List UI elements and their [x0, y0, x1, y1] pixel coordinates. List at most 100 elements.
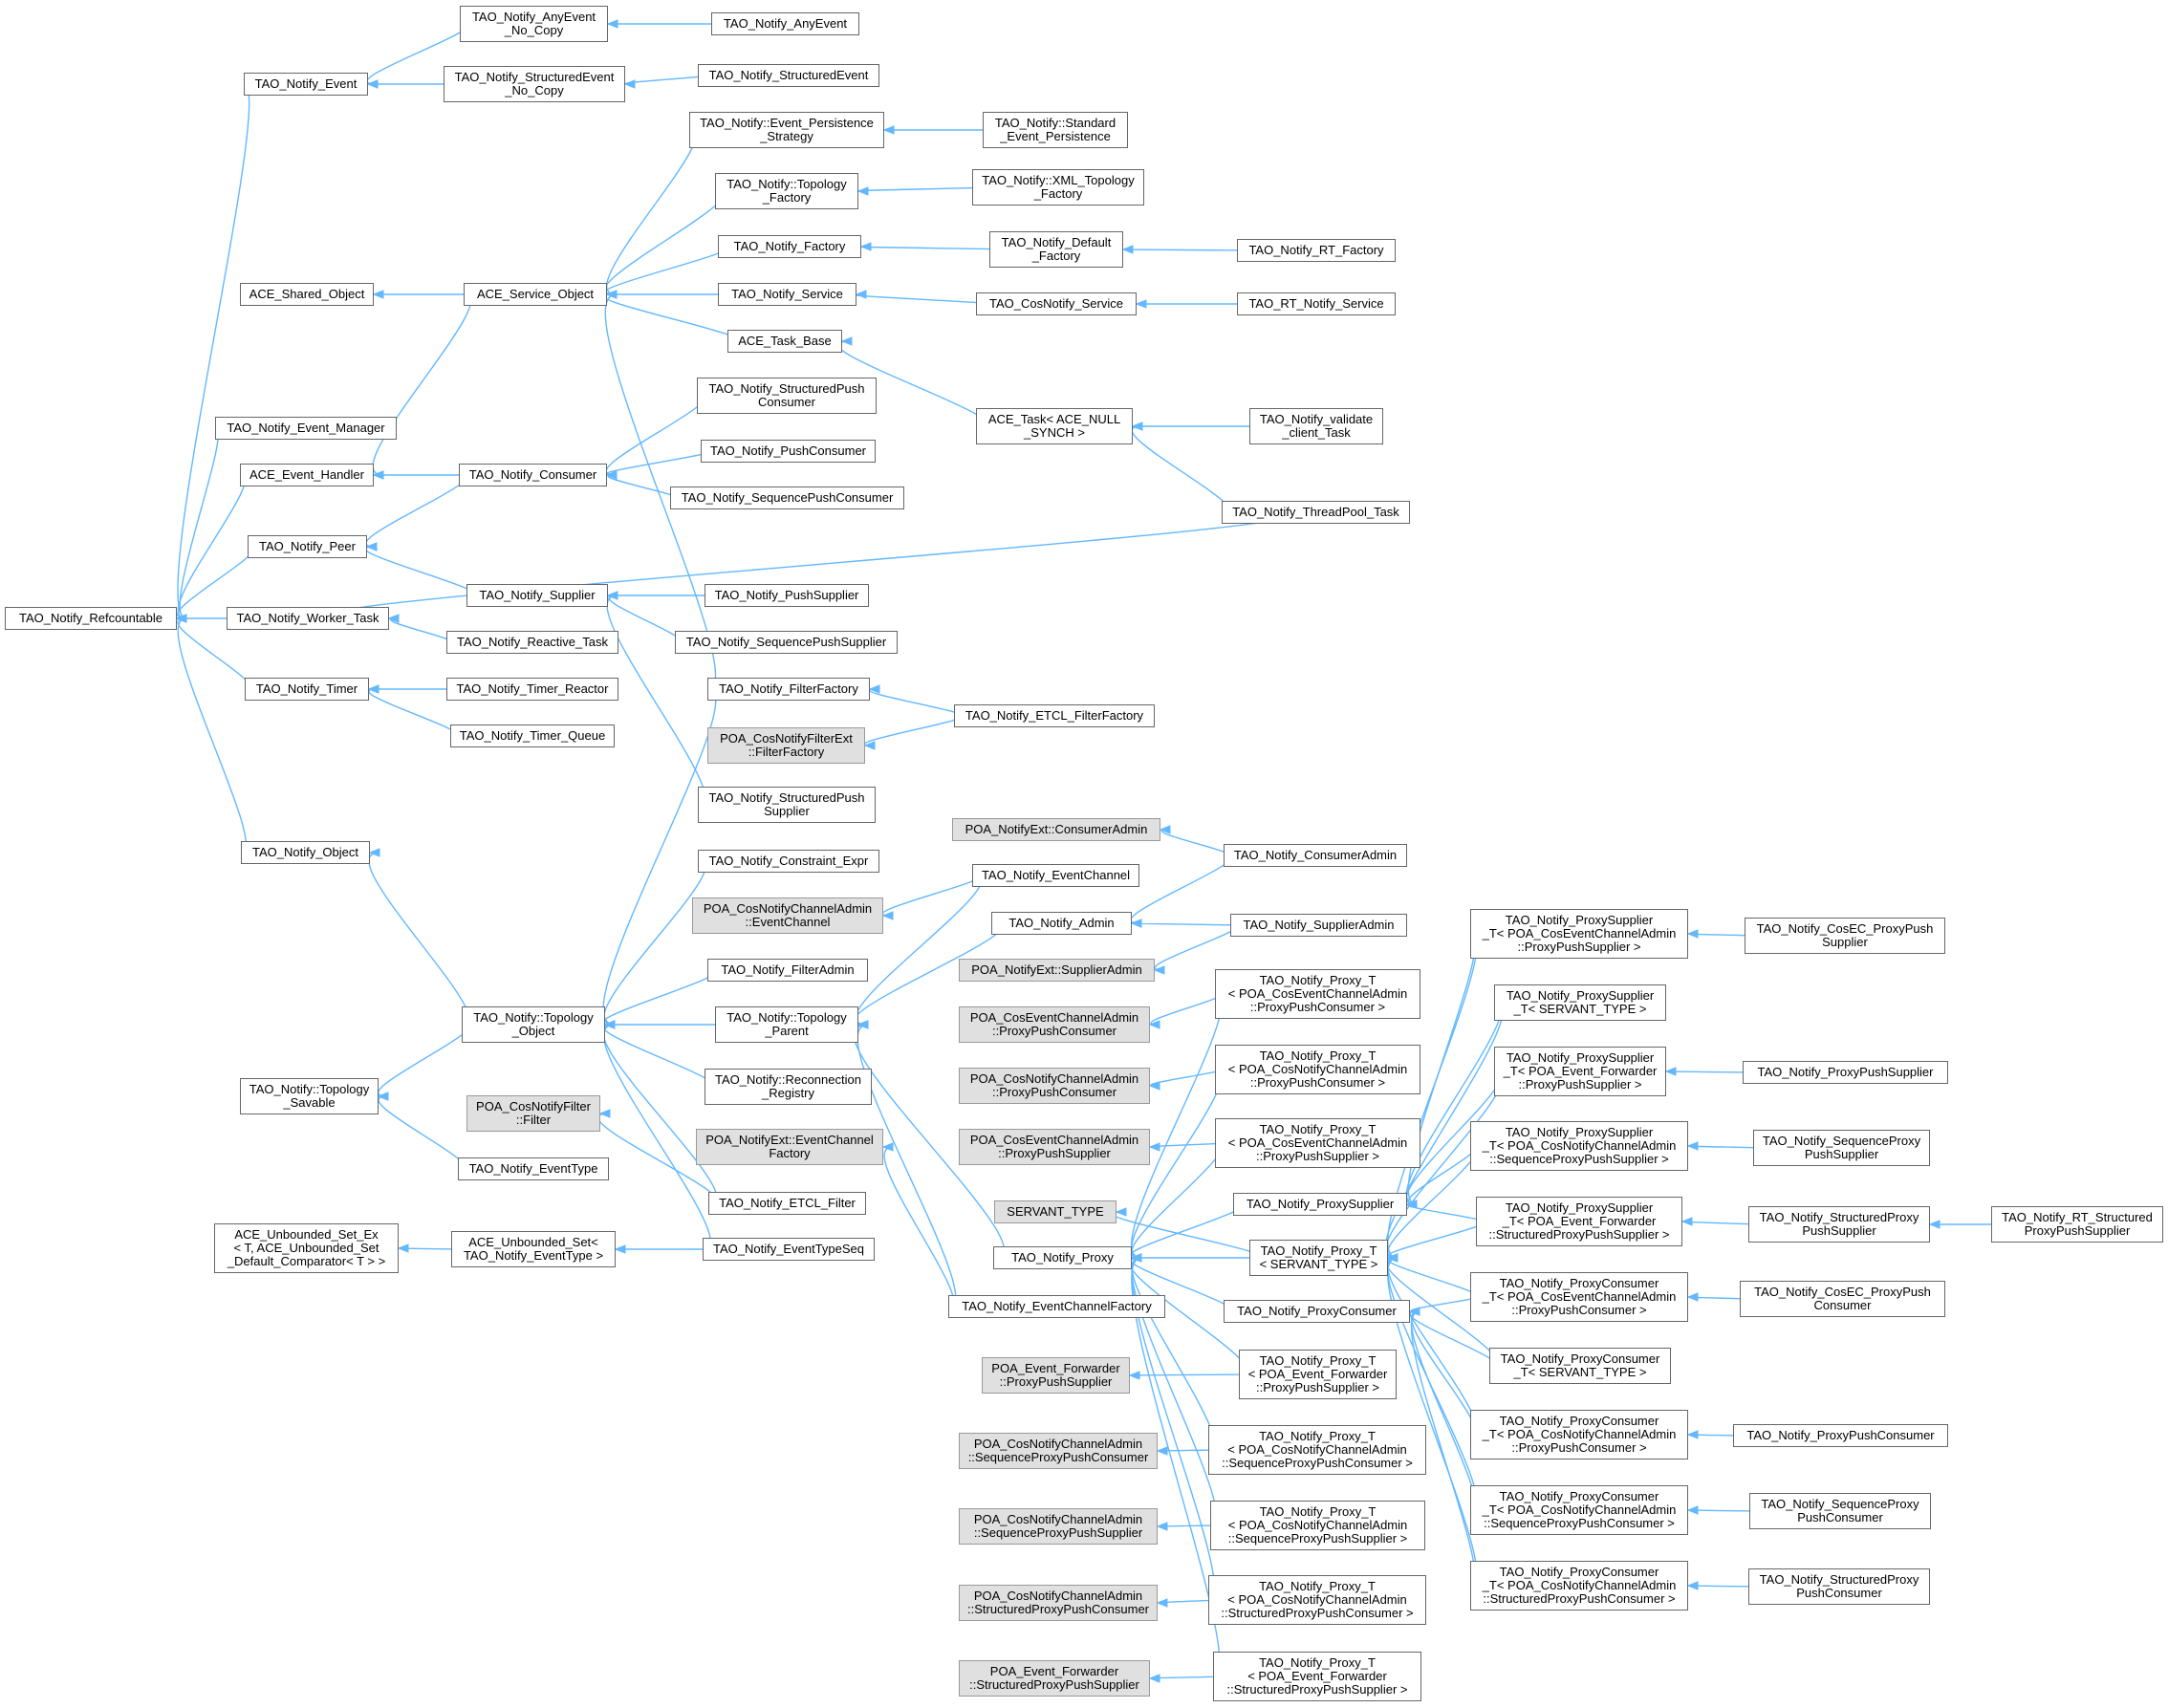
class-timer-reactor[interactable]: TAO_Notify_Timer_Reactor: [446, 678, 618, 701]
class-eventchannel-factory[interactable]: TAO_Notify_EventChannelFactory: [948, 1295, 1165, 1318]
class-event-channel[interactable]: TAO_Notify_EventChannel: [972, 864, 1139, 887]
class-poa-cosec-proxy-push-supplier[interactable]: POA_CosEventChannelAdmin ::ProxyPushSupp…: [959, 1129, 1150, 1165]
class-proxysupplier-t-cosec-pps[interactable]: TAO_Notify_ProxySupplier _T< POA_CosEven…: [1470, 909, 1688, 959]
class-proxysupplier-t-servant[interactable]: TAO_Notify_ProxySupplier _T< SERVANT_TYP…: [1494, 984, 1666, 1021]
class-structured-push-supplier[interactable]: TAO_Notify_StructuredPush Supplier: [698, 787, 876, 823]
class-standard-event-persistence[interactable]: TAO_Notify::Standard _Event_Persistence: [983, 112, 1128, 148]
class-proxy-t-evfwd-stpps[interactable]: TAO_Notify_Proxy_T < POA_Event_Forwarder…: [1213, 1652, 1421, 1701]
class-proxy-t-evfwd-pps[interactable]: TAO_Notify_Proxy_T < POA_Event_Forwarder…: [1239, 1350, 1397, 1399]
class-structured-proxy-push-consumer[interactable]: TAO_Notify_StructuredProxy PushConsumer: [1748, 1568, 1930, 1605]
class-ace-service-object[interactable]: ACE_Service_Object: [464, 283, 607, 306]
class-sequence-proxy-push-consumer[interactable]: TAO_Notify_SequenceProxy PushConsumer: [1749, 1493, 1931, 1529]
class-any-event-no-copy[interactable]: TAO_Notify_AnyEvent _No_Copy: [460, 6, 608, 42]
class-xml-topology-factory[interactable]: TAO_Notify::XML_Topology _Factory: [972, 169, 1144, 205]
class-proxy-t-cosnotify-ppc[interactable]: TAO_Notify_Proxy_T < POA_CosNotifyChanne…: [1215, 1045, 1420, 1094]
class-cosec-proxy-push-supplier[interactable]: TAO_Notify_CosEC_ProxyPush Supplier: [1745, 918, 1945, 954]
class-ace-shared-object[interactable]: ACE_Shared_Object: [240, 283, 374, 306]
class-proxy-t-cosnotify-sppc[interactable]: TAO_Notify_Proxy_T < POA_CosNotifyChanne…: [1208, 1425, 1426, 1475]
class-proxyconsumer-t-cosnotify-sppc[interactable]: TAO_Notify_ProxyConsumer _T< POA_CosNoti…: [1470, 1485, 1688, 1535]
class-proxysupplier-t-evfwd-stpps[interactable]: TAO_Notify_ProxySupplier _T< POA_Event_F…: [1476, 1197, 1682, 1246]
class-servant-type[interactable]: SERVANT_TYPE: [994, 1200, 1117, 1223]
class-rt-factory[interactable]: TAO_Notify_RT_Factory: [1237, 239, 1396, 262]
class-notify-object[interactable]: TAO_Notify_Object: [241, 841, 370, 864]
class-poa-cosec-proxy-push-consumer[interactable]: POA_CosEventChannelAdmin ::ProxyPushCons…: [959, 1006, 1150, 1043]
class-proxy-t-cosec-pps[interactable]: TAO_Notify_Proxy_T < POA_CosEventChannel…: [1215, 1118, 1420, 1168]
class-cosec-proxy-push-consumer[interactable]: TAO_Notify_CosEC_ProxyPush Consumer: [1740, 1281, 1945, 1317]
class-push-supplier[interactable]: TAO_Notify_PushSupplier: [705, 584, 869, 607]
class-reconnection-registry[interactable]: TAO_Notify::Reconnection _Registry: [705, 1069, 872, 1105]
class-topology-factory[interactable]: TAO_Notify::Topology _Factory: [715, 173, 858, 209]
class-poa-evfwd-proxy-push-supplier[interactable]: POA_Event_Forwarder ::ProxyPushSupplier: [982, 1357, 1130, 1394]
class-poa-filter[interactable]: POA_CosNotifyFilter ::Filter: [466, 1095, 600, 1132]
class-event-type[interactable]: TAO_Notify_EventType: [458, 1157, 609, 1180]
class-constraint-expr[interactable]: TAO_Notify_Constraint_Expr: [698, 850, 879, 873]
class-event-type-seq[interactable]: TAO_Notify_EventTypeSeq: [703, 1238, 875, 1261]
class-push-consumer[interactable]: TAO_Notify_PushConsumer: [701, 440, 876, 463]
class-poa-event-channel[interactable]: POA_CosNotifyChannelAdmin ::EventChannel: [692, 897, 883, 934]
class-supplier-admin[interactable]: TAO_Notify_SupplierAdmin: [1230, 914, 1407, 937]
class-structured-event-no-copy[interactable]: TAO_Notify_StructuredEvent _No_Copy: [444, 66, 625, 102]
class-proxy-push-consumer[interactable]: TAO_Notify_ProxyPushConsumer: [1733, 1424, 1948, 1447]
class-proxy-t-cosec-ppc[interactable]: TAO_Notify_Proxy_T < POA_CosEventChannel…: [1215, 969, 1420, 1019]
class-notify-timer[interactable]: TAO_Notify_Timer: [245, 678, 369, 701]
class-poa-cosnotify-seq-proxy-push-consumer[interactable]: POA_CosNotifyChannelAdmin ::SequenceProx…: [959, 1433, 1158, 1469]
class-proxysupplier-t-cosnotify-spps[interactable]: TAO_Notify_ProxySupplier _T< POA_CosNoti…: [1470, 1121, 1688, 1171]
class-proxyconsumer-t-cosnotify-stppc[interactable]: TAO_Notify_ProxyConsumer _T< POA_CosNoti…: [1470, 1561, 1688, 1611]
class-poa-cosnotify-proxy-push-consumer[interactable]: POA_CosNotifyChannelAdmin ::ProxyPushCon…: [959, 1068, 1150, 1104]
class-rt-notify-service[interactable]: TAO_RT_Notify_Service: [1237, 292, 1396, 315]
class-proxyconsumer-t-cosec-ppc[interactable]: TAO_Notify_ProxyConsumer _T< POA_CosEven…: [1470, 1272, 1688, 1322]
class-filter-admin[interactable]: TAO_Notify_FilterAdmin: [707, 959, 868, 982]
class-rt-structured-proxy-push-supplier[interactable]: TAO_Notify_RT_Structured ProxyPushSuppli…: [1991, 1206, 2163, 1243]
class-notify-admin[interactable]: TAO_Notify_Admin: [991, 912, 1132, 935]
class-event[interactable]: TAO_Notify_Event: [244, 73, 368, 96]
class-topology-parent[interactable]: TAO_Notify::Topology _Parent: [715, 1006, 858, 1043]
class-filter-factory[interactable]: TAO_Notify_FilterFactory: [707, 678, 870, 701]
class-proxy-t-cosnotify-spps[interactable]: TAO_Notify_Proxy_T < POA_CosNotifyChanne…: [1210, 1501, 1425, 1550]
class-any-event[interactable]: TAO_Notify_AnyEvent: [711, 12, 859, 35]
class-sequence-push-consumer[interactable]: TAO_Notify_SequencePushConsumer: [670, 486, 904, 509]
class-proxyconsumer-t-servant[interactable]: TAO_Notify_ProxyConsumer _T< SERVANT_TYP…: [1489, 1348, 1671, 1384]
class-timer-queue[interactable]: TAO_Notify_Timer_Queue: [450, 724, 615, 747]
class-structured-event[interactable]: TAO_Notify_StructuredEvent: [698, 64, 879, 87]
class-ace-unbounded-set-ex[interactable]: ACE_Unbounded_Set_Ex < T, ACE_Unbounded_…: [214, 1223, 399, 1273]
class-structured-proxy-push-supplier[interactable]: TAO_Notify_StructuredProxy PushSupplier: [1748, 1206, 1930, 1243]
class-proxy-t-servant[interactable]: TAO_Notify_Proxy_T < SERVANT_TYPE >: [1249, 1240, 1388, 1276]
class-ace-task-base[interactable]: ACE_Task_Base: [727, 330, 842, 353]
class-ace-task[interactable]: ACE_Task< ACE_NULL _SYNCH >: [976, 408, 1133, 444]
class-reactive-task[interactable]: TAO_Notify_Reactive_Task: [446, 631, 618, 654]
class-sequence-proxy-push-supplier[interactable]: TAO_Notify_SequenceProxy PushSupplier: [1753, 1130, 1930, 1166]
class-poa-cosnotify-struct-proxy-push-consumer[interactable]: POA_CosNotifyChannelAdmin ::StructuredPr…: [959, 1585, 1158, 1621]
class-notify-consumer[interactable]: TAO_Notify_Consumer: [459, 464, 607, 486]
class-consumer-admin[interactable]: TAO_Notify_ConsumerAdmin: [1224, 844, 1407, 867]
class-proxysupplier-t-evfwd-pps[interactable]: TAO_Notify_ProxySupplier _T< POA_Event_F…: [1494, 1047, 1666, 1096]
class-ace-event-handler[interactable]: ACE_Event_Handler: [240, 464, 374, 486]
class-structured-push-consumer[interactable]: TAO_Notify_StructuredPush Consumer: [697, 378, 877, 414]
class-proxy-supplier[interactable]: TAO_Notify_ProxySupplier: [1233, 1193, 1407, 1216]
class-etcl-filter-factory[interactable]: TAO_Notify_ETCL_FilterFactory: [954, 704, 1155, 727]
class-ace-unbounded-set[interactable]: ACE_Unbounded_Set< TAO_Notify_EventType …: [451, 1231, 616, 1267]
class-sequence-push-supplier[interactable]: TAO_Notify_SequencePushSupplier: [675, 631, 898, 654]
class-etcl-filter[interactable]: TAO_Notify_ETCL_Filter: [708, 1192, 866, 1215]
class-poa-filter-factory[interactable]: POA_CosNotifyFilterExt ::FilterFactory: [707, 727, 865, 764]
class-notify-factory[interactable]: TAO_Notify_Factory: [718, 235, 861, 258]
class-poa-supplier-admin[interactable]: POA_NotifyExt::SupplierAdmin: [959, 959, 1155, 982]
class-proxy-push-supplier[interactable]: TAO_Notify_ProxyPushSupplier: [1743, 1061, 1948, 1084]
class-cos-notify-service[interactable]: TAO_CosNotify_Service: [976, 292, 1137, 315]
class-event-persistence-strategy[interactable]: TAO_Notify::Event_Persistence _Strategy: [689, 112, 884, 148]
class-topology-savable[interactable]: TAO_Notify::Topology _Savable: [240, 1078, 379, 1114]
class-worker-task[interactable]: TAO_Notify_Worker_Task: [227, 607, 389, 630]
class-notify-proxy[interactable]: TAO_Notify_Proxy: [993, 1246, 1132, 1269]
class-validate-client-task[interactable]: TAO_Notify_validate _client_Task: [1249, 408, 1383, 444]
class-proxy-consumer[interactable]: TAO_Notify_ProxyConsumer: [1224, 1300, 1410, 1323]
class-proxy-t-cosnotify-stppc[interactable]: TAO_Notify_Proxy_T < POA_CosNotifyChanne…: [1208, 1575, 1426, 1625]
class-notify-service[interactable]: TAO_Notify_Service: [718, 283, 856, 306]
class-proxyconsumer-t-cosnotify-ppc[interactable]: TAO_Notify_ProxyConsumer _T< POA_CosNoti…: [1470, 1410, 1688, 1459]
class-poa-consumer-admin[interactable]: POA_NotifyExt::ConsumerAdmin: [952, 818, 1160, 841]
class-refcountable[interactable]: TAO_Notify_Refcountable: [5, 607, 177, 630]
class-notify-peer[interactable]: TAO_Notify_Peer: [248, 535, 367, 558]
class-poa-eventchannel-factory[interactable]: POA_NotifyExt::EventChannel Factory: [696, 1129, 883, 1165]
class-poa-cosnotify-seq-proxy-push-supplier[interactable]: POA_CosNotifyChannelAdmin ::SequenceProx…: [959, 1508, 1158, 1545]
class-default-factory[interactable]: TAO_Notify_Default _Factory: [989, 231, 1123, 268]
class-event-manager[interactable]: TAO_Notify_Event_Manager: [215, 417, 397, 440]
class-topology-object[interactable]: TAO_Notify::Topology _Object: [462, 1006, 605, 1043]
